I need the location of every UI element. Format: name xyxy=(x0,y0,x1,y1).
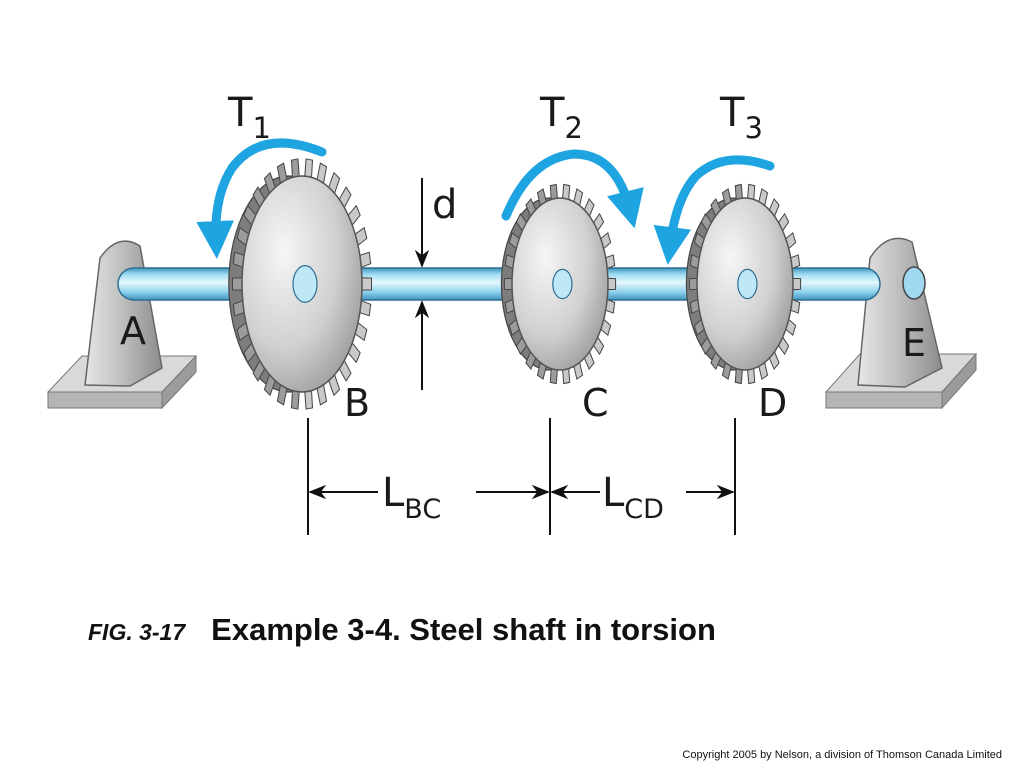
gear-d xyxy=(685,183,802,385)
figure-number: FIG. 3-17 xyxy=(88,619,186,645)
label-t3: T3 xyxy=(719,90,763,145)
torque-arrow-t3 xyxy=(653,155,775,265)
label-lcd: LCD xyxy=(602,470,664,525)
figure-caption: FIG. 3-17 Example 3-4. Steel shaft in to… xyxy=(88,612,716,648)
torque-arrow-t2 xyxy=(501,149,644,229)
label-t2: T2 xyxy=(539,90,583,145)
label-a: A xyxy=(120,309,146,353)
label-t1: T1 xyxy=(227,90,271,145)
label-lbc: LBC xyxy=(382,470,441,525)
length-dimensions xyxy=(307,418,736,535)
label-d-gear: D xyxy=(758,381,787,425)
support-e xyxy=(824,237,978,410)
label-d: d xyxy=(432,182,457,228)
copyright-notice: Copyright 2005 by Nelson, a division of … xyxy=(682,749,1002,761)
gear-c-hub xyxy=(552,268,573,300)
label-c: C xyxy=(582,381,609,425)
gear-c xyxy=(500,183,617,385)
figure-title: Example 3-4. Steel shaft in torsion xyxy=(211,612,716,647)
gear-b-hub xyxy=(292,265,318,303)
shaft-end-e xyxy=(902,266,926,300)
label-e: E xyxy=(902,321,926,365)
torque-arrow-t1 xyxy=(196,138,327,259)
gear-b xyxy=(228,158,373,410)
gear-d-hub xyxy=(737,268,758,300)
label-b: B xyxy=(344,381,370,425)
